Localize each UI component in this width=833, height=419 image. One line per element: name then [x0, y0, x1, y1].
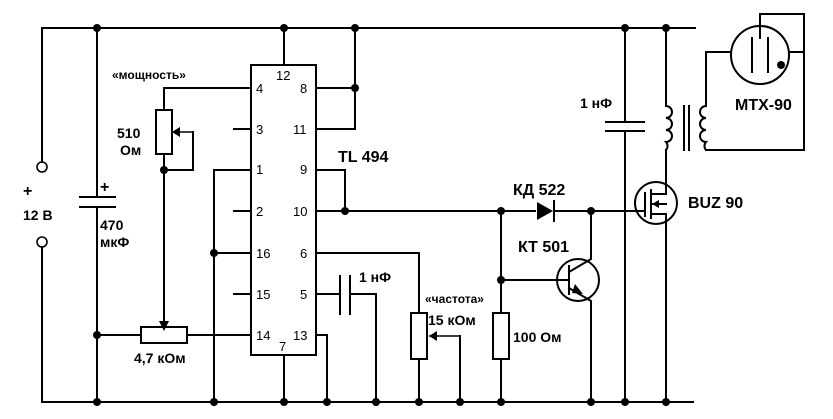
diode-label: КД 522 [513, 182, 565, 199]
pin-label: 7 [279, 339, 286, 354]
pot-power-caption: «мощность» [112, 68, 186, 82]
pot-power-unit: Ом [120, 142, 141, 158]
mosfet-buz90: BUZ 90 [634, 149, 743, 403]
transformer [663, 13, 805, 152]
junction-dot [160, 166, 168, 174]
junction-dot [280, 24, 288, 32]
pin-label: 8 [300, 81, 307, 96]
cap-top-value: 1 нФ [580, 95, 612, 111]
transistor-kt-label: КТ 501 [518, 239, 569, 256]
junction-dot [323, 398, 331, 406]
lamp-mtx90: МТХ-90 [730, 13, 805, 114]
junction-dot [497, 398, 505, 406]
capacitor-top-1nf: 1 нФ [580, 27, 645, 403]
pin-label: 1 [256, 162, 263, 177]
junction-dot [415, 398, 423, 406]
junction-dot [210, 249, 218, 257]
junction-dot [662, 24, 670, 32]
junction-dot [662, 398, 670, 406]
mosfet-label: BUZ 90 [688, 195, 743, 212]
power-plus-sign: + [23, 183, 32, 200]
junction-dot [210, 398, 218, 406]
transistor-kt501: КТ 501 [500, 210, 600, 403]
diode-kd522: КД 522 [513, 182, 637, 222]
pin-label: 11 [293, 122, 307, 137]
pot-47k-value: 4,7 кОм [134, 350, 186, 366]
junction-dot [93, 398, 101, 406]
lamp-label: МТХ-90 [735, 97, 792, 114]
pin-label: 16 [256, 246, 270, 261]
cap-timing-value: 1 нФ [359, 269, 391, 285]
junction-dot [456, 398, 464, 406]
capacitor-470-value: 470 [100, 217, 124, 233]
junction-dot [372, 398, 380, 406]
pin-label: 13 [293, 328, 307, 343]
capacitor-470uf: + 470 мкФ [79, 27, 129, 403]
junction-dot [351, 24, 359, 32]
capacitor-470-plus: + [100, 179, 109, 196]
junction-dot [621, 398, 629, 406]
pin-label: 6 [300, 246, 307, 261]
junction-dot [621, 24, 629, 32]
junction-dot [587, 398, 595, 406]
power-label: 12 В [23, 207, 53, 223]
junction-dot [341, 207, 349, 215]
power-input: + 12 В [23, 27, 53, 403]
capacitor-470-unit: мкФ [100, 234, 129, 250]
junction-dot [93, 24, 101, 32]
pin-label: 15 [256, 287, 270, 302]
res-100-value: 100 Ом [513, 329, 562, 345]
pot-power-value: 510 [117, 125, 141, 141]
potentiometer-frequency: «частота» 15 кОм [315, 252, 484, 403]
pin-label: 14 [256, 328, 270, 343]
capacitor-timing-1nf: 1 нФ [315, 269, 391, 403]
pin-label: 2 [256, 204, 263, 219]
pin-label: 3 [256, 122, 263, 137]
pin-label: 4 [256, 81, 263, 96]
potentiometer-4-7k: 4,7 кОм [96, 326, 252, 366]
pin-label: 10 [293, 204, 307, 219]
pot-freq-caption: «частота» [425, 292, 484, 306]
ic-label: TL 494 [338, 149, 389, 166]
junction-dot [497, 207, 505, 215]
potentiometer-power: «мощность» 510 Ом [112, 68, 252, 331]
resistor-100-ohm: 100 Ом [492, 210, 562, 403]
pin-label: 5 [300, 287, 307, 302]
pot-freq-value: 15 кОм [428, 312, 476, 328]
junction-dot [280, 398, 288, 406]
pin-label: 9 [300, 162, 307, 177]
junction-dot [351, 84, 359, 92]
pin-label: 12 [276, 68, 290, 83]
